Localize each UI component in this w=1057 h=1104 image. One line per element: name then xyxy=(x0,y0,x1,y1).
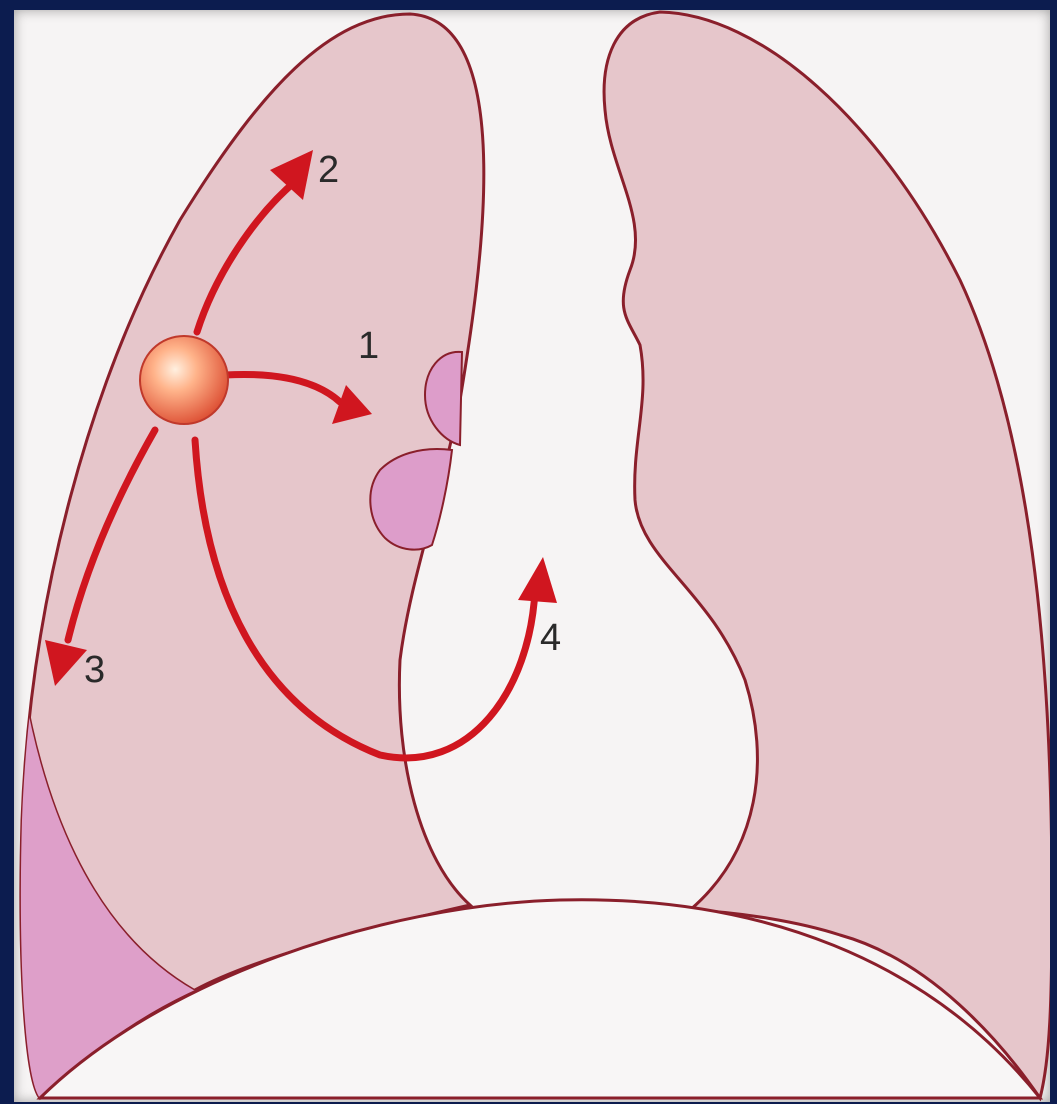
arrow-4-head xyxy=(518,557,557,603)
arrow-label-1: 1 xyxy=(358,325,379,367)
arrow-label-2: 2 xyxy=(318,149,339,191)
arrow-label-3: 3 xyxy=(84,649,105,691)
diagram-panel: 2 1 3 4 xyxy=(14,10,1050,1102)
primary-tumor xyxy=(140,336,228,424)
lung-diagram: 2 1 3 4 xyxy=(14,10,1050,1102)
arrow-label-4: 4 xyxy=(540,617,561,659)
